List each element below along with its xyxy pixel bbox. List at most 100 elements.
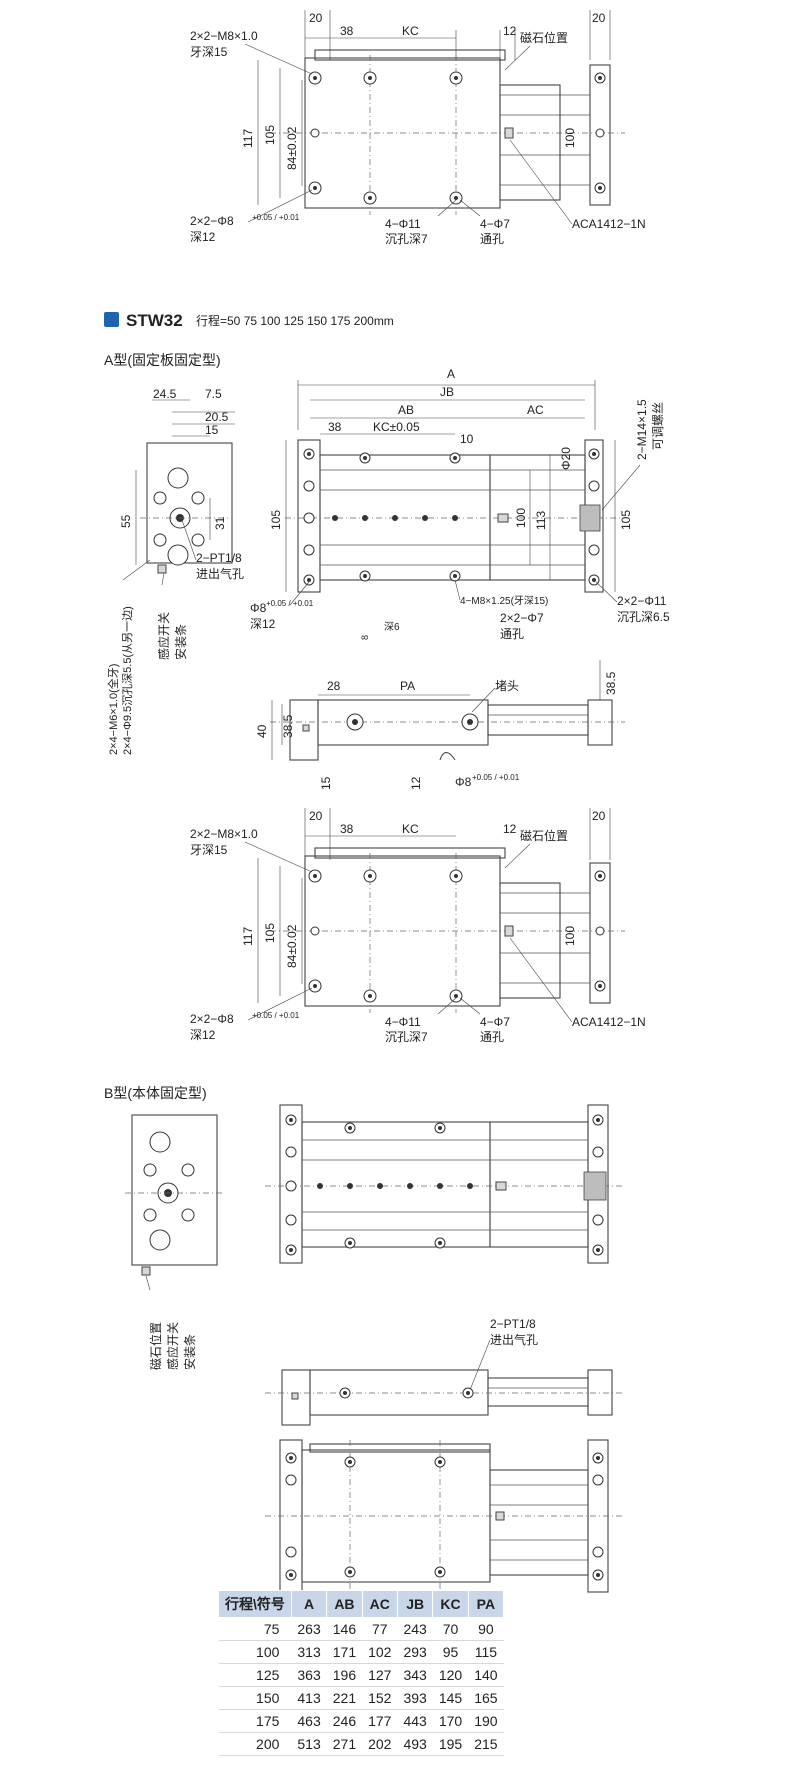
table-header-ac: AC bbox=[361, 1590, 398, 1618]
dim-20-a: 20 bbox=[309, 11, 323, 25]
table-cell: 246 bbox=[326, 1709, 363, 1733]
table-cell: 140 bbox=[468, 1663, 504, 1687]
table-header-kc: KC bbox=[432, 1590, 469, 1618]
label-magnet-pos-1: 磁石位置 bbox=[520, 30, 568, 45]
type-b-bottom-view bbox=[265, 1439, 625, 1595]
table-cell: 215 bbox=[468, 1732, 504, 1756]
dim-31: 31 bbox=[213, 516, 227, 530]
label-m8-tap-1: 2×2−M8×1.0 bbox=[190, 29, 258, 43]
label-pin8-1: 2×2−Φ8 bbox=[190, 214, 234, 228]
type-b-top-view bbox=[265, 1104, 625, 1264]
table-cell: 152 bbox=[362, 1686, 398, 1710]
label-thru7-1: 4−Φ7 bbox=[480, 217, 510, 231]
dim-12-b: 12 bbox=[409, 776, 423, 790]
label-magnet-pos-2: 磁石位置 bbox=[520, 828, 568, 843]
dim-10: 10 bbox=[460, 432, 474, 446]
label-m6: 2×4−M6×1.0(全牙) bbox=[106, 664, 120, 755]
label-install-slot-a: 安装条 bbox=[173, 624, 188, 660]
table-cell: 263 bbox=[291, 1617, 327, 1641]
dim-phi20: Φ20 bbox=[559, 447, 573, 470]
label-phi8-b: Φ8 bbox=[455, 775, 472, 789]
table-cell: 75 bbox=[218, 1617, 292, 1641]
table-cell: 127 bbox=[362, 1663, 398, 1687]
label-pin8-2: 2×2−Φ8 bbox=[190, 1012, 234, 1026]
dim-24-5: 24.5 bbox=[153, 387, 177, 401]
dim-kc-a: KC bbox=[402, 24, 419, 38]
top-plan-view-1: 20 38 KC 12 20 117 105 84±0.02 bbox=[190, 10, 646, 246]
dim-20-d: 20 bbox=[592, 809, 606, 823]
label-air-inlet-a: 进出气孔 bbox=[196, 566, 244, 581]
label-cb95: 2×4−Φ9.5沉孔深5.5(从另一边) bbox=[121, 606, 134, 755]
table-cell: 513 bbox=[291, 1732, 327, 1756]
label-adj-screw: 可调螺丝 bbox=[651, 402, 665, 450]
dim-100-b: 100 bbox=[514, 508, 528, 528]
label-phi8-a: Φ8 bbox=[250, 601, 267, 615]
dim-20-c: 20 bbox=[309, 809, 323, 823]
label-sensor-b: 感应开关 bbox=[165, 1322, 180, 1370]
dim-kc-b: KC bbox=[402, 822, 419, 836]
dim-jb: JB bbox=[440, 385, 454, 399]
table-cell: 146 bbox=[326, 1617, 363, 1641]
label-shock-1: ACA1412−1N bbox=[572, 217, 646, 231]
table-cell: 125 bbox=[218, 1663, 292, 1687]
label-pin-tol-2: +0.05 / +0.01 bbox=[252, 1011, 300, 1020]
table-cell: 363 bbox=[291, 1663, 327, 1687]
dim-ac: AC bbox=[527, 403, 544, 417]
table-cell: 177 bbox=[362, 1709, 398, 1733]
table-cell: 293 bbox=[397, 1640, 433, 1664]
dim-105-d: 105 bbox=[263, 923, 277, 943]
table-header-jb: JB bbox=[396, 1590, 434, 1618]
dim-20-5: 20.5 bbox=[205, 410, 229, 424]
table-cell: 200 bbox=[218, 1732, 292, 1756]
label-cb11-2: 4−Φ11 bbox=[385, 1015, 421, 1029]
dim-38-a: 38 bbox=[340, 24, 354, 38]
table-row: 200 513 271 202 493 195 215 bbox=[218, 1732, 504, 1756]
dim-105-a: 105 bbox=[263, 125, 277, 145]
table-cell: 100 bbox=[218, 1640, 292, 1664]
table-cell: 102 bbox=[362, 1640, 398, 1664]
table-cell: 190 bbox=[468, 1709, 504, 1733]
label-pt18-b: 2−PT1/8 bbox=[490, 1317, 536, 1331]
label-pin-tol-b: +0.05 / +0.01 bbox=[472, 773, 520, 782]
label-tap-depth-2: 牙深15 bbox=[190, 843, 228, 857]
dim-113: 113 bbox=[534, 511, 548, 530]
dim-7-5: 7.5 bbox=[205, 387, 222, 401]
table-cell: 70 bbox=[432, 1617, 469, 1641]
label-install-slot-b: 安装条 bbox=[182, 1334, 197, 1370]
table-cell: 171 bbox=[326, 1640, 363, 1664]
table-cell: 115 bbox=[468, 1640, 504, 1664]
table-cell: 413 bbox=[291, 1686, 327, 1710]
label-magnet-pos-b: 磁石位置 bbox=[148, 1322, 163, 1370]
table-header-ab: AB bbox=[326, 1590, 363, 1618]
type-a-end-view: 24.5 7.5 20.5 15 55 31 2−PT1/8 进出气孔 2×4−… bbox=[106, 387, 244, 755]
label-m8-tap-2: 2×2−M8×1.0 bbox=[190, 827, 258, 841]
dimension-table: 行程\符号 A AB AC JB KC PA 75 263 146 77 243… bbox=[218, 1590, 505, 1756]
label-depth6: 深6 bbox=[384, 621, 400, 633]
type-a-title: A型(固定板固定型) bbox=[104, 352, 221, 368]
table-cell: 195 bbox=[432, 1732, 469, 1756]
label-phi7-2x2: 2×2−Φ7 bbox=[500, 611, 544, 625]
label-pin-tol-a: +0.05 / +0.01 bbox=[266, 599, 314, 608]
table-row: 150 413 221 152 393 145 165 bbox=[218, 1686, 504, 1710]
table-cell: 120 bbox=[432, 1663, 469, 1687]
dim-105-c: 105 bbox=[619, 510, 633, 530]
label-phi11-2x2: 2×2−Φ11 bbox=[617, 594, 667, 608]
label-thru-hole-2: 通孔 bbox=[480, 1030, 504, 1044]
dim-38-5-a: 38.5 bbox=[281, 714, 295, 738]
label-plug: 堵头 bbox=[495, 679, 519, 693]
table-header-a: A bbox=[290, 1590, 328, 1618]
type-b-title: B型(本体固定型) bbox=[104, 1085, 207, 1101]
label-pt18-a: 2−PT1/8 bbox=[196, 551, 242, 565]
dim-117-a: 117 bbox=[241, 129, 255, 148]
table-cell: 243 bbox=[397, 1617, 433, 1641]
table-cell: 493 bbox=[397, 1732, 433, 1756]
table-row: 125 363 196 127 343 120 140 bbox=[218, 1663, 504, 1687]
table-header-row: 行程\符号 A AB AC JB KC PA bbox=[218, 1590, 505, 1618]
label-thru-hole-1: 通孔 bbox=[480, 232, 504, 246]
table-cell: 443 bbox=[397, 1709, 433, 1733]
label-cb-depth65: 沉孔深6.5 bbox=[617, 610, 670, 624]
table-cell: 271 bbox=[326, 1732, 363, 1756]
label-sensor-a: 感应开关 bbox=[156, 612, 171, 660]
table-cell: 150 bbox=[218, 1686, 292, 1710]
table-cell: 393 bbox=[397, 1686, 433, 1710]
